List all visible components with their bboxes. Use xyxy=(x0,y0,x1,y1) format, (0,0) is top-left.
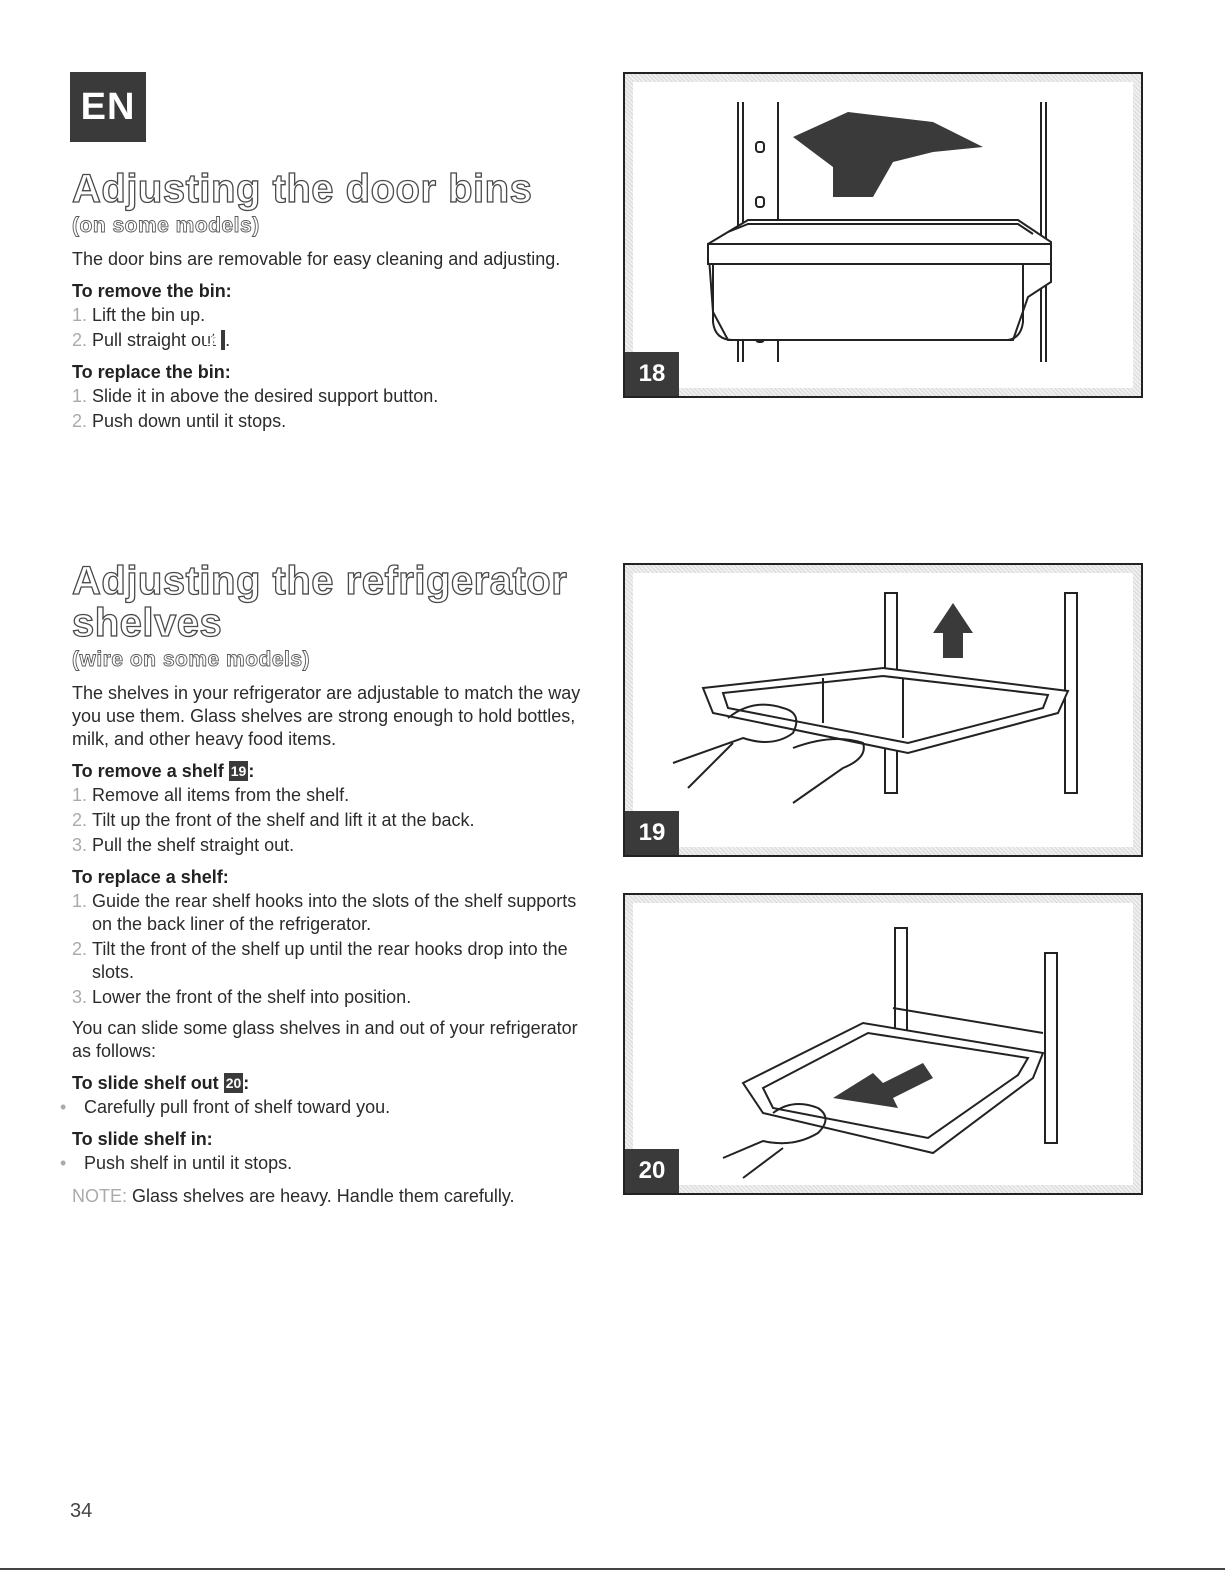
remove-shelf-steps: 1.Remove all items from the shelf. 2.Til… xyxy=(72,784,582,857)
replace-bin-heading: To replace the bin: xyxy=(72,362,231,382)
list-item: 1.Lift the bin up. xyxy=(72,305,206,325)
figure-18-door-bin: 18 xyxy=(623,72,1143,398)
replace-shelf-heading: To replace a shelf: xyxy=(72,867,229,887)
list-item: 2.Push down until it stops. xyxy=(72,411,287,431)
list-item: •Push shelf in until it stops. xyxy=(60,1153,293,1173)
slide-in-steps: •Push shelf in until it stops. xyxy=(60,1152,582,1175)
page-number: 34 xyxy=(70,1500,93,1522)
figure-20-slide-shelf: 20 xyxy=(623,893,1143,1195)
remove-bin-heading: To remove the bin: xyxy=(72,281,232,301)
list-item: 1.Remove all items from the shelf. xyxy=(72,785,350,805)
list-item: 2.Tilt the front of the shelf up until t… xyxy=(72,939,568,982)
slide-out-heading: To slide shelf out 20: xyxy=(72,1073,250,1093)
intro-text: The shelves in your refrigerator are adj… xyxy=(72,683,581,749)
list-item: 1.Slide it in above the desired support … xyxy=(72,386,439,406)
figure-reference: 18 xyxy=(203,330,226,350)
slide-in-heading: To slide shelf in: xyxy=(72,1129,213,1149)
figure-19-remove-shelf: 19 xyxy=(623,563,1143,857)
door-bin-illustration xyxy=(706,102,1052,362)
figure-number: 19 xyxy=(625,811,679,855)
remove-shelf-illustration xyxy=(672,592,1078,804)
figure-number: 20 xyxy=(625,1149,679,1193)
slide-intro-text: You can slide some glass shelves in and … xyxy=(72,1018,578,1061)
slide-out-steps: •Carefully pull front of shelf toward yo… xyxy=(60,1096,582,1119)
note: NOTE: Glass shelves are heavy. Handle th… xyxy=(72,1186,515,1206)
slide-shelf-illustration xyxy=(722,927,1058,1179)
language-badge: EN xyxy=(70,72,146,142)
list-item: 2.Tilt up the front of the shelf and lif… xyxy=(72,810,475,830)
remove-shelf-heading: To remove a shelf 19: xyxy=(72,761,255,781)
bottom-rule xyxy=(0,1568,1225,1570)
figure-reference: 20 xyxy=(223,1073,244,1093)
list-item: •Carefully pull front of shelf toward yo… xyxy=(60,1097,391,1117)
list-item: 1.Guide the rear shelf hooks into the sl… xyxy=(72,891,577,934)
figure-reference: 19 xyxy=(228,761,249,781)
list-item: 3.Pull the shelf straight out. xyxy=(72,835,295,855)
section-door-bins: Adjusting the door bins (on some models)… xyxy=(71,167,582,435)
section-subtitle: (on some models) xyxy=(72,214,260,238)
list-item: 2.Pull straight out 18. xyxy=(72,330,231,350)
section-title: Adjusting the door bins xyxy=(71,167,533,211)
section-subtitle: (wire on some models) xyxy=(72,648,311,672)
figure-number: 18 xyxy=(625,352,679,396)
remove-bin-steps: 1.Lift the bin up. 2.Pull straight out 1… xyxy=(72,304,582,352)
replace-bin-steps: 1.Slide it in above the desired support … xyxy=(72,385,582,433)
replace-shelf-steps: 1.Guide the rear shelf hooks into the sl… xyxy=(72,890,582,1009)
list-item: 3.Lower the front of the shelf into posi… xyxy=(72,987,412,1007)
intro-text: The door bins are removable for easy cle… xyxy=(72,249,561,269)
